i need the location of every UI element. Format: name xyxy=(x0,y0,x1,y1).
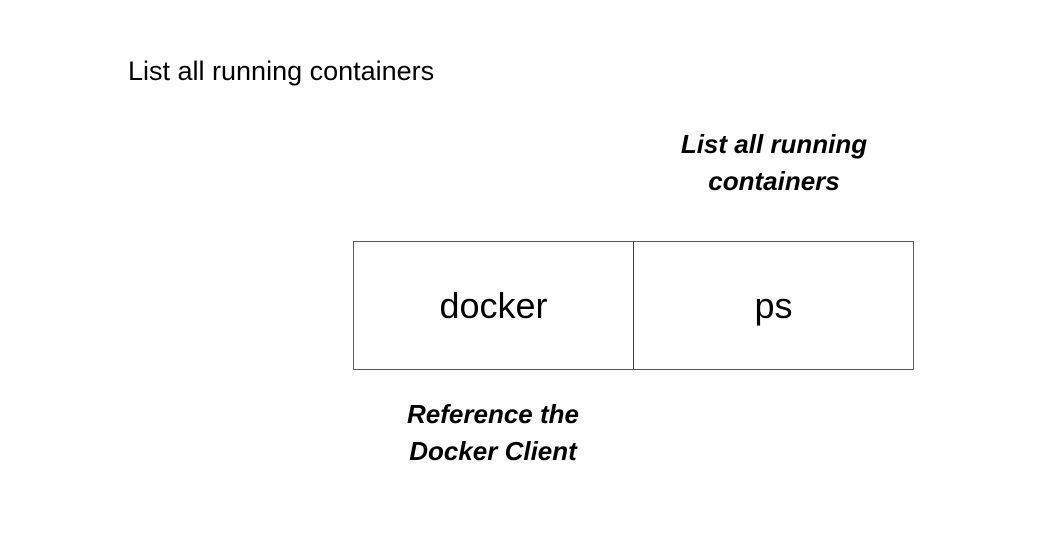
command-segment-ps: ps xyxy=(634,242,913,369)
annotation-line: Docker Client xyxy=(409,436,577,466)
page-title: List all running containers xyxy=(128,56,435,86)
annotation-line: containers xyxy=(708,166,840,196)
command-box: docker ps xyxy=(353,241,914,370)
command-segment-label: docker xyxy=(439,284,548,326)
annotation-line: Reference the xyxy=(407,399,579,429)
command-segment-label: ps xyxy=(754,284,793,326)
command-segment-docker: docker xyxy=(354,242,634,369)
ps-annotation: List all running containers xyxy=(644,126,904,200)
docker-annotation: Reference the Docker Client xyxy=(363,396,623,470)
annotation-line: List all running xyxy=(680,129,868,159)
